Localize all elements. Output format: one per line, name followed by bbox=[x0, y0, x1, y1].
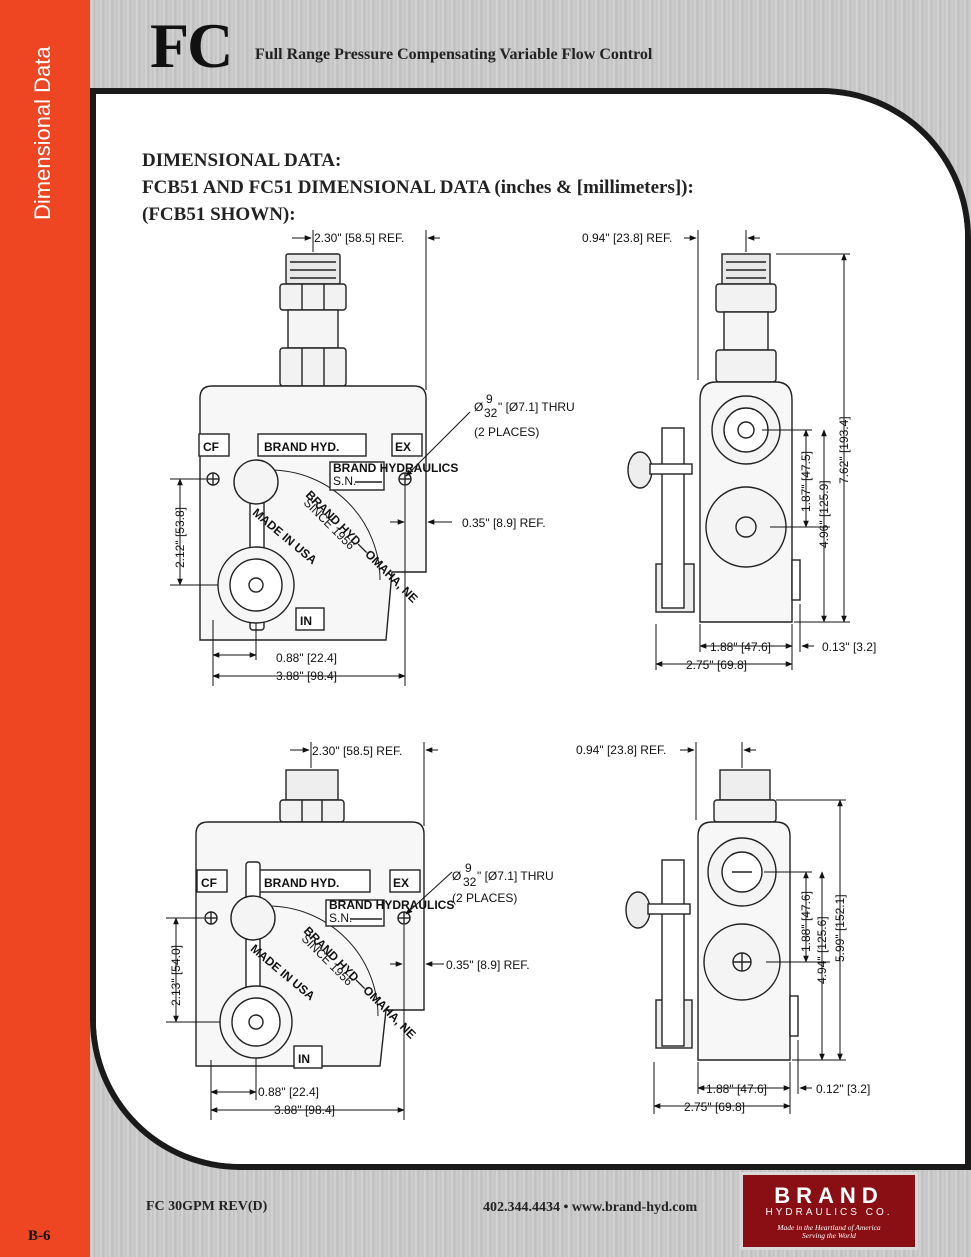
product-title: Full Range Pressure Compensating Variabl… bbox=[255, 46, 653, 63]
section-sidebar: Dimensional Data bbox=[0, 0, 90, 1257]
brand-logo: BRAND HYDRAULICS CO. Made in the Heartla… bbox=[740, 1172, 918, 1250]
hole-prefix-2: Ø bbox=[452, 869, 461, 883]
dim-0-88: 0.88" [22.4] bbox=[276, 651, 337, 665]
logo-brand: BRAND bbox=[774, 1183, 884, 1208]
side-dim-2-75: 2.75" [69.8] bbox=[686, 658, 747, 672]
hole-spec-2: " [Ø7.1] THRU bbox=[477, 869, 554, 883]
port-in-label-2: IN bbox=[298, 1052, 310, 1066]
top-front-dimensions bbox=[170, 230, 471, 686]
top-side-dim-text: 0.94" [23.8] REF. 1.87" [47.5] 4.96" [12… bbox=[582, 231, 876, 672]
side-dim-1-88: 1.88" [47.6] bbox=[710, 640, 771, 654]
heading-line-1: DIMENSIONAL DATA: bbox=[142, 150, 342, 171]
port-cf-label: CF bbox=[203, 440, 219, 454]
side-dim-1-88-b: 1.88" [47.6] bbox=[706, 1082, 767, 1096]
product-code: FC bbox=[150, 10, 233, 81]
hole-numerator: 9 bbox=[486, 392, 493, 406]
side-dim-0-12: 0.12" [3.2] bbox=[816, 1082, 870, 1096]
side-dim-0-13: 0.13" [3.2] bbox=[822, 640, 876, 654]
dim-3-88: 3.88" [98.4] bbox=[276, 669, 337, 683]
dim-2-30-ref-2: 2.30" [58.5] REF. bbox=[312, 744, 402, 758]
bottom-side-view bbox=[625, 769, 799, 1061]
dim-3-88-2: 3.88" [98.4] bbox=[274, 1103, 335, 1117]
top-side-dimensions bbox=[655, 230, 850, 670]
dim-2-12: 2.12" [53.8] bbox=[173, 507, 187, 568]
hole-denominator-2: 32 bbox=[463, 875, 477, 889]
brand-plate-label-2: BRAND HYD. bbox=[264, 876, 339, 890]
heading-line-2: FCB51 AND FC51 DIMENSIONAL DATA (inches … bbox=[142, 177, 694, 198]
hole-numerator-2: 9 bbox=[465, 861, 472, 875]
logo-tagline-2: Serving the World bbox=[802, 1231, 856, 1241]
side-dim-1-88: 1.88" [47.6] bbox=[799, 891, 813, 952]
side-dim-4-96: 4.96" [125.9] bbox=[817, 480, 831, 548]
plate-brand-text-2: BRAND HYDRAULICS bbox=[329, 898, 454, 912]
plate-sn-text: S.N. bbox=[333, 474, 356, 488]
port-in-label: IN bbox=[300, 614, 312, 628]
side-dim-0-94: 0.94" [23.8] REF. bbox=[582, 231, 672, 245]
top-front-dim-text: 2.30" [58.5] REF. 0.35" [8.9] REF. 2.12"… bbox=[173, 231, 575, 683]
bottom-side-dim-text: 0.94" [23.8] REF. 1.88" [47.6] 4.94" [12… bbox=[576, 743, 870, 1114]
dim-0-35-ref-2: 0.35" [8.9] REF. bbox=[446, 958, 530, 972]
side-dim-2-75-2: 2.75" [69.8] bbox=[684, 1100, 745, 1114]
plate-brand-text: BRAND HYDRAULICS bbox=[333, 461, 458, 475]
dim-2-30-ref: 2.30" [58.5] REF. bbox=[314, 231, 404, 245]
bottom-front-view bbox=[195, 769, 425, 1069]
hole-places: (2 PLACES) bbox=[474, 425, 539, 439]
heading-line-3: (FCB51 SHOWN): bbox=[142, 204, 296, 225]
port-ex-label: EX bbox=[395, 440, 411, 454]
side-dim-1-87: 1.87" [47.5] bbox=[799, 451, 813, 512]
port-cf-label-2: CF bbox=[201, 876, 217, 890]
footer-revision: FC 30GPM REV(D) bbox=[146, 1199, 268, 1214]
logo-tagline-1: Made in the Heartland of America bbox=[777, 1223, 881, 1232]
hole-prefix: Ø bbox=[474, 400, 483, 414]
bottom-front-dimensions bbox=[166, 742, 453, 1120]
bottom-front-dim-text: 2.30" [58.5] REF. 0.35" [8.9] REF. 2.13"… bbox=[169, 744, 554, 1117]
side-dim-7-62: 7.62" [193.4] bbox=[837, 416, 851, 484]
top-side-view bbox=[627, 253, 801, 623]
side-dim-0-94-2: 0.94" [23.8] REF. bbox=[576, 743, 666, 757]
side-dim-4-94: 4.94" [125.6] bbox=[815, 916, 829, 984]
dim-2-13: 2.13" [54.0] bbox=[169, 945, 183, 1006]
hole-denominator: 32 bbox=[484, 406, 498, 420]
dim-0-35-ref: 0.35" [8.9] REF. bbox=[462, 516, 546, 530]
hole-spec: " [Ø7.1] THRU bbox=[498, 400, 575, 414]
footer-contact: 402.344.4434 • www.brand-hyd.com bbox=[483, 1200, 698, 1215]
hole-places-2: (2 PLACES) bbox=[452, 891, 517, 905]
page-number: B-6 bbox=[28, 1228, 51, 1244]
side-dim-5-99: 5.99" [152.1] bbox=[833, 894, 847, 962]
dim-0-88-2: 0.88" [22.4] bbox=[258, 1085, 319, 1099]
brand-plate-label: BRAND HYD. bbox=[264, 440, 339, 454]
port-ex-label-2: EX bbox=[393, 876, 409, 890]
plate-sn-text-2: S.N. bbox=[329, 911, 352, 925]
logo-hydraulics: HYDRAULICS CO. bbox=[765, 1207, 893, 1218]
bottom-side-dimensions bbox=[653, 742, 846, 1114]
